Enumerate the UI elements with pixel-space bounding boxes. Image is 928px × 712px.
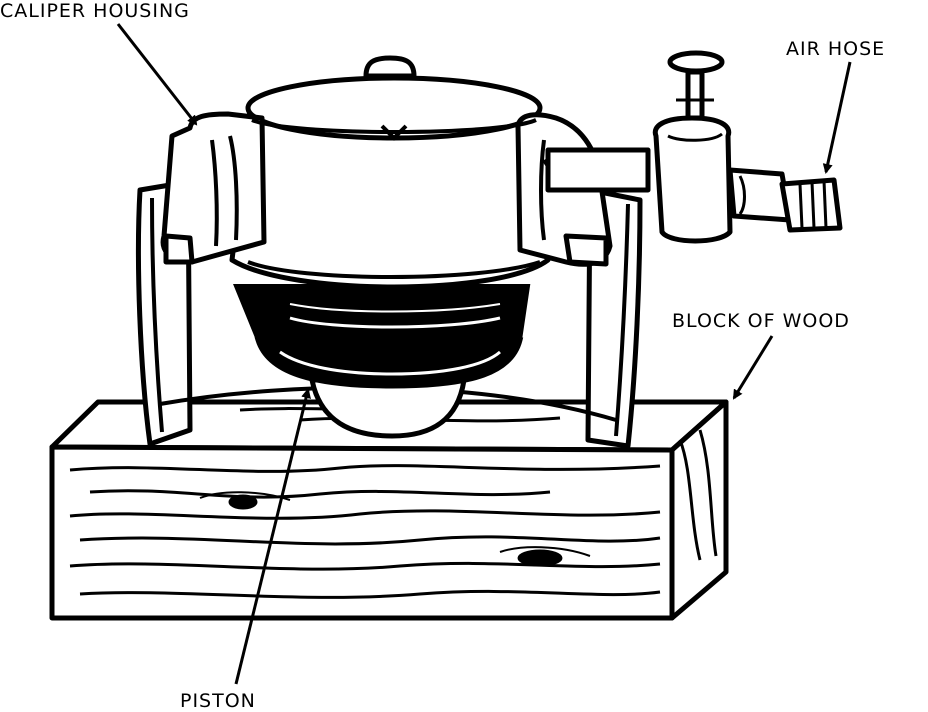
block-of-wood-leader: [732, 335, 774, 400]
air-hose-label: AIR HOSE: [786, 38, 886, 60]
air-hose-leader: [822, 61, 852, 174]
block-of-wood-label: BLOCK OF WOOD: [672, 310, 850, 332]
caliper-housing-leader: [116, 23, 198, 126]
piston-seal: [233, 284, 531, 359]
piston-leader: [234, 388, 311, 685]
air-fitting-details: [667, 98, 828, 229]
housing-details: [210, 118, 583, 279]
wood-block: [49, 399, 729, 621]
leader-lines: [116, 23, 852, 685]
caliper-housing-label: CALIPER HOUSING: [0, 0, 190, 22]
piston-label: PISTON: [180, 690, 256, 712]
